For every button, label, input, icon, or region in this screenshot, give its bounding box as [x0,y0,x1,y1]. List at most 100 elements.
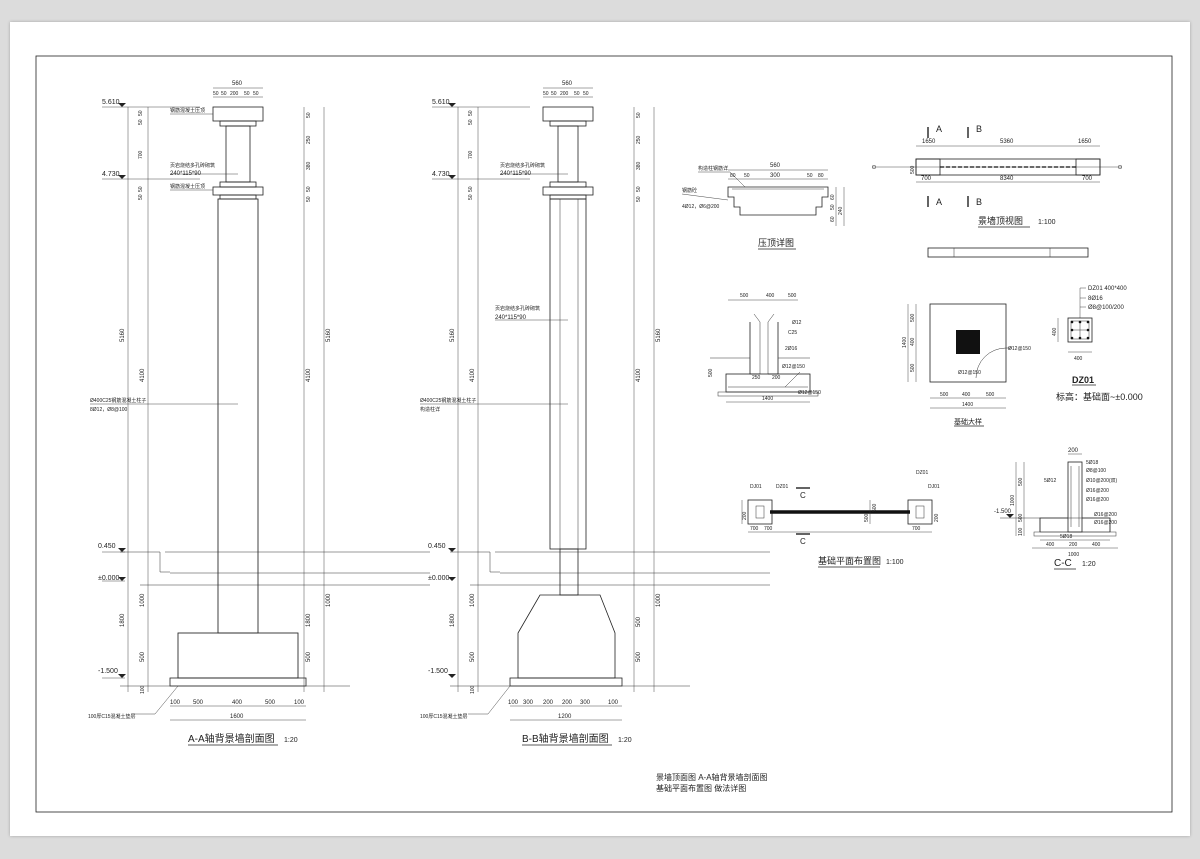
dz01-title: DZ01 [1072,375,1094,385]
svg-text:Ø16@200: Ø16@200 [1086,497,1109,503]
svg-text:8340: 8340 [1000,176,1014,182]
layout-title: 基础平面布置图 [818,555,881,566]
aa-top-dims: 560 50 50 200 50 50 [213,81,263,98]
svg-text:200: 200 [934,513,940,522]
svg-text:300: 300 [770,173,781,179]
bb-right-dims: 50 250 380 50 50 5160 4100 1000 500 500 [633,107,662,692]
aa-elev-top: 5.610 [102,99,120,106]
svg-text:1000: 1000 [656,593,662,607]
svg-text:100: 100 [294,700,305,706]
svg-text:500: 500 [140,651,146,662]
svg-text:Ø8@100/200: Ø8@100/200 [1088,305,1124,311]
svg-text:400: 400 [1052,327,1058,336]
svg-text:1:100: 1:100 [1038,219,1056,226]
svg-text:DJ01: DJ01 [928,484,940,490]
bb-wall [549,198,587,550]
bb-bottom-dims: 100 300 200 200 300 100 1200 [508,700,622,721]
svg-text:380: 380 [636,161,642,170]
aa-note-cap2: 钢筋混凝土压顶 [170,183,205,190]
svg-text:50: 50 [830,204,836,210]
svg-text:50: 50 [636,112,642,118]
svg-text:500: 500 [910,313,916,322]
top-view-title: 景墙顶视图 [978,215,1023,226]
svg-text:500: 500 [470,651,476,662]
svg-text:C: C [800,491,806,500]
svg-text:80: 80 [818,173,824,179]
svg-text:4100: 4100 [636,368,642,382]
svg-text:5Ø18: 5Ø18 [1060,534,1072,540]
aa-note-col: Ø400C25钢筋混凝土柱子 [90,397,146,404]
aa-upper-wall [225,125,251,183]
svg-text:300: 300 [580,700,591,706]
svg-text:500: 500 [910,363,916,372]
svg-text:700: 700 [1082,176,1093,182]
svg-text:100: 100 [470,685,476,694]
section-detail: 500 400 500 1400 Ø12 2Ø16 Ø12@150 Ø12@15… [708,293,821,403]
svg-text:100: 100 [140,685,146,694]
svg-text:5Ø12: 5Ø12 [1044,478,1056,484]
svg-text:200: 200 [560,91,569,97]
bb-top-cap [542,106,594,122]
aa-scale: 1:20 [284,737,298,744]
svg-text:100: 100 [508,700,519,706]
svg-text:560: 560 [562,81,573,87]
top-view-elevation-strip [927,247,1089,258]
svg-text:页岩烧结多孔砖砌筑: 页岩烧结多孔砖砌筑 [500,162,545,169]
dz01-detail: DZ01 400*400 8Ø16 Ø8@100/200 400 400 DZ0… [1052,286,1143,402]
svg-text:50: 50 [306,186,312,192]
svg-text:500: 500 [864,513,870,522]
svg-text:50: 50 [543,91,549,97]
svg-text:50: 50 [574,91,580,97]
bb-note-col: Ø400C25钢筋混凝土柱子 [420,397,476,404]
aa-elev-zero: ±0.000 [98,575,119,582]
svg-text:A: A [936,124,942,134]
aa-elev-450: 0.450 [98,543,116,550]
sheet-title-line1: 景墙顶面图 A-A轴背景墙剖面图 [656,772,768,782]
svg-text:240*115*90: 240*115*90 [500,171,532,177]
svg-text:400: 400 [1046,542,1055,548]
aa-section: 5.610 4.730 0.450 ±0.000 -1.500 50 50 70… [88,81,430,746]
svg-text:50: 50 [306,196,312,202]
aa-pad [169,677,307,687]
svg-text:250: 250 [636,135,642,144]
aa-note-wall: 页岩烧结多孔砖砌筑 [170,162,215,169]
svg-text:50: 50 [138,110,144,116]
svg-text:4100: 4100 [140,368,146,382]
svg-text:Ø12: Ø12 [792,320,802,326]
svg-text:240: 240 [838,206,844,215]
svg-text:500: 500 [940,392,949,398]
svg-text:1400: 1400 [962,402,973,408]
aa-note-pad: 100厚C15混凝土垫层 [88,713,136,720]
svg-text:200: 200 [1068,448,1079,454]
svg-text:1400: 1400 [902,337,908,348]
aa-mid-cap [219,181,257,188]
svg-text:400: 400 [232,700,243,706]
svg-text:560: 560 [232,81,243,87]
svg-text:500: 500 [872,503,878,512]
aa-right-dims: 50 250 380 50 50 5160 4100 1000 1800 500 [303,107,332,692]
aa-footing [177,632,299,679]
drawing-sheet: 5.610 4.730 0.450 ±0.000 -1.500 50 50 70… [10,22,1190,836]
svg-text:100: 100 [608,700,619,706]
svg-text:250: 250 [752,375,761,381]
aa-top-cap [212,106,264,122]
svg-text:8Ø16: 8Ø16 [1088,296,1103,302]
sheet-title-line2: 基础平面布置图 做法详图 [656,783,746,793]
bb-title: B-B轴背景墙剖面图 [522,732,609,745]
svg-text:5160: 5160 [656,328,662,342]
svg-text:60: 60 [830,194,836,200]
svg-text:400: 400 [1074,356,1083,362]
svg-text:400: 400 [1092,542,1101,548]
svg-text:1650: 1650 [922,139,936,145]
svg-text:700: 700 [468,150,474,159]
svg-text:5160: 5160 [450,328,456,342]
found-plan-title: 基础大样 [954,417,982,426]
svg-text:C25: C25 [788,330,797,336]
svg-text:1800: 1800 [306,613,312,627]
svg-text:200: 200 [742,511,748,520]
svg-text:50: 50 [744,173,750,179]
aa-bottom-dims: 100 500 400 500 100 1600 [170,700,306,721]
svg-text:500: 500 [306,651,312,662]
svg-text:700: 700 [912,526,921,532]
svg-text:1200: 1200 [558,714,572,720]
